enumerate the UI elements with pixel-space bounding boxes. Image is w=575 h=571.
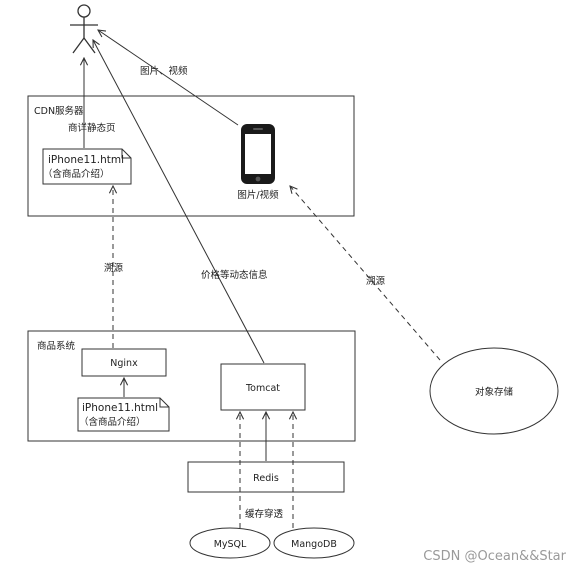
- mongodb-label: MangoDB: [291, 539, 337, 550]
- mongodb-node: [273, 527, 355, 559]
- tomcat-node: [220, 363, 306, 411]
- edge-label-cache-penetration: 缓存穿透: [245, 508, 284, 520]
- edge-label-storage-origin: 溯源: [366, 275, 386, 287]
- edge-label-nginx-origin: 溯源: [104, 262, 124, 274]
- edge-tomcat-to-user: [93, 40, 265, 364]
- csdn-watermark: CSDN @Ocean&&Star: [423, 549, 566, 564]
- cdn-page-label: 商详静态页: [68, 122, 116, 134]
- cdn-html-desc: （含商品介绍）: [43, 168, 110, 180]
- object-storage-node: [429, 347, 559, 435]
- cdn-html-document: [42, 148, 132, 185]
- redis-label: Redis: [253, 473, 279, 484]
- edge-label-tomcat-to-user: 价格等动态信息: [201, 269, 268, 281]
- phone-icon: [241, 124, 275, 184]
- product-html-filename: iPhone11.html: [82, 402, 158, 414]
- nginx-node: [81, 348, 167, 377]
- product-html-desc: （含商品介绍）: [79, 416, 146, 428]
- product-system-box: [27, 330, 356, 442]
- cdn-media-label: 图片/视频: [237, 189, 279, 201]
- mysql-label: MySQL: [214, 539, 247, 550]
- edge-label-phone-to-user: 图片、视频: [140, 65, 188, 77]
- user-actor-icon: [70, 4, 98, 54]
- mysql-node: [189, 527, 271, 559]
- cdn-server-title: CDN服务器: [34, 105, 84, 117]
- product-system-title: 商品系统: [37, 340, 76, 352]
- cdn-html-document-fold: [121, 149, 131, 159]
- edge-storage-origin: [290, 186, 441, 361]
- product-html-document: [77, 397, 170, 432]
- object-storage-label: 对象存储: [475, 386, 514, 398]
- tomcat-label: Tomcat: [245, 383, 280, 394]
- cdn-server-box: [27, 95, 355, 217]
- nginx-label: Nginx: [110, 358, 138, 369]
- product-html-document-fold: [159, 398, 169, 408]
- edge-phone-to-user: [98, 30, 239, 126]
- cdn-html-filename: iPhone11.html: [48, 154, 124, 166]
- redis-node: [187, 461, 345, 493]
